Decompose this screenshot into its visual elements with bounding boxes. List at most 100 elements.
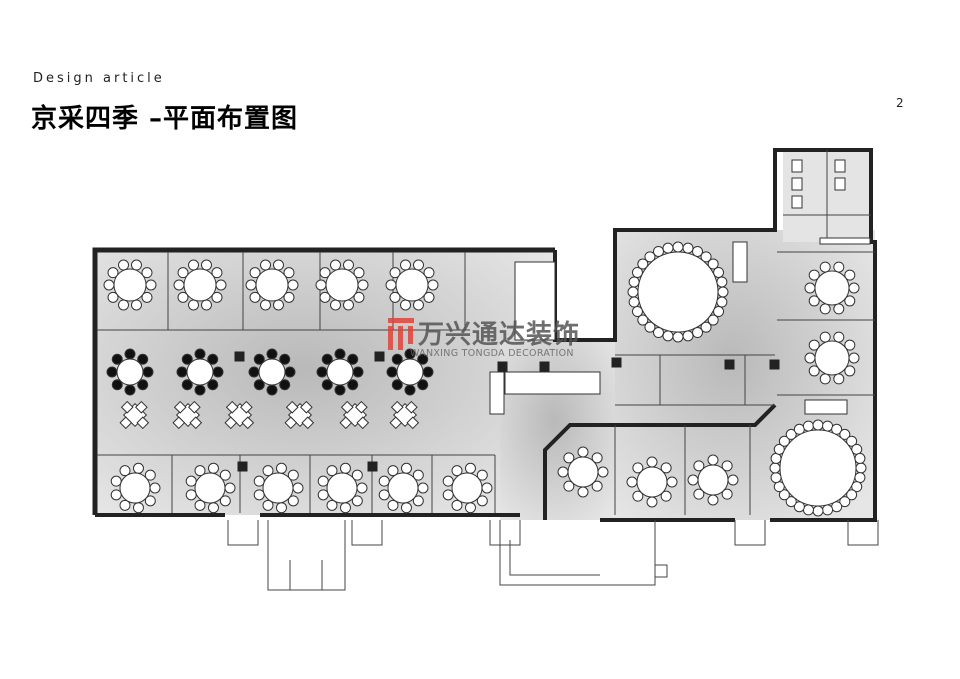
chair: [390, 400, 404, 414]
chair: [417, 379, 429, 391]
table-top: [255, 268, 289, 302]
chair: [707, 314, 719, 326]
table-top: [258, 358, 286, 386]
column: [611, 357, 622, 368]
table-top: [113, 268, 147, 302]
table-top: [387, 472, 419, 504]
round-table: [804, 261, 860, 315]
chair: [844, 365, 856, 377]
chair: [120, 400, 134, 414]
chair: [652, 327, 664, 339]
sofa: [732, 241, 748, 283]
chair: [778, 435, 790, 447]
chair: [144, 495, 156, 507]
chair: [194, 465, 206, 477]
chair: [137, 353, 149, 365]
chair: [316, 366, 328, 378]
round-table: [245, 259, 299, 311]
chair: [194, 384, 206, 396]
chair: [132, 462, 144, 474]
chair: [285, 400, 299, 414]
chair: [412, 469, 424, 481]
chair: [124, 384, 136, 396]
chair: [628, 276, 640, 288]
toilet: [834, 159, 846, 173]
chair: [577, 486, 589, 498]
chair: [275, 462, 287, 474]
chair: [107, 267, 119, 279]
chair: [693, 488, 705, 500]
chair: [188, 299, 200, 311]
chair: [200, 299, 212, 311]
chair: [770, 472, 782, 484]
chair: [557, 466, 569, 478]
chair: [219, 495, 231, 507]
chair: [132, 502, 144, 514]
chair: [846, 489, 858, 501]
round-table: [627, 241, 729, 343]
toilet: [791, 177, 803, 191]
chair: [130, 299, 142, 311]
chair: [442, 475, 454, 487]
chair: [417, 482, 429, 494]
table-top: [326, 472, 358, 504]
chair: [118, 259, 130, 271]
round-table: [557, 446, 609, 498]
chair: [785, 428, 797, 440]
column: [234, 351, 245, 362]
chair: [854, 452, 866, 464]
chair: [319, 291, 331, 303]
chair: [672, 331, 684, 343]
round-table: [106, 348, 154, 396]
chair: [279, 379, 291, 391]
chair: [400, 462, 412, 474]
chair: [660, 490, 672, 502]
partition: [847, 520, 879, 546]
bar-area-floor: [500, 340, 620, 520]
chair: [389, 267, 401, 279]
chair: [330, 299, 342, 311]
round-table: [769, 419, 867, 517]
chair: [136, 416, 150, 430]
square-table: [119, 400, 150, 430]
chair: [249, 291, 261, 303]
chair: [627, 286, 639, 298]
chair: [400, 259, 412, 271]
round-table: [316, 348, 364, 396]
table-top: [396, 358, 424, 386]
chair: [839, 428, 851, 440]
chair: [145, 279, 157, 291]
table-top: [194, 472, 226, 504]
table-top: [262, 472, 294, 504]
chair: [287, 279, 299, 291]
chair: [245, 279, 257, 291]
chair: [219, 469, 231, 481]
chair: [207, 502, 219, 514]
chair: [207, 462, 219, 474]
chair: [260, 259, 272, 271]
watermark-company-en: WANXING TONGDA DECORATION: [410, 348, 574, 359]
partition: [499, 520, 656, 586]
chair: [844, 295, 856, 307]
chair: [632, 462, 644, 474]
chair: [481, 482, 493, 494]
chair: [855, 462, 867, 474]
chair: [406, 416, 420, 430]
chair: [321, 379, 333, 391]
chair: [391, 379, 403, 391]
wall: [543, 403, 777, 520]
chair: [848, 282, 860, 294]
chair: [241, 416, 255, 430]
partition: [351, 520, 383, 546]
chair: [284, 416, 298, 430]
column: [237, 461, 248, 472]
chair: [149, 482, 161, 494]
chair: [141, 291, 153, 303]
chair: [356, 416, 370, 430]
chair: [262, 465, 274, 477]
chair: [597, 466, 609, 478]
square-table: [339, 400, 370, 430]
chair: [275, 502, 287, 514]
chair: [819, 331, 831, 343]
column: [367, 461, 378, 472]
